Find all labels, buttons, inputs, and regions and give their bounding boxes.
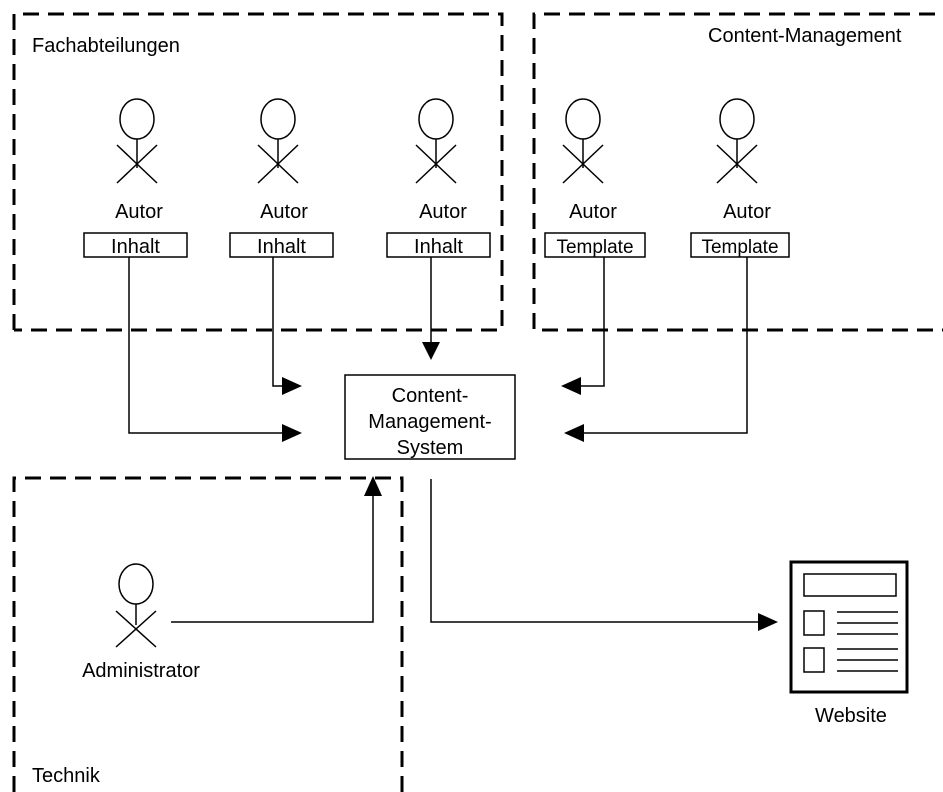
- artifact-inhalt-2: Inhalt: [229, 232, 334, 258]
- artifact-label: Template: [701, 237, 778, 258]
- arrow-down-icon: [422, 342, 440, 360]
- actor-label: Autor: [569, 201, 617, 223]
- connector-admin-to-cms: [171, 476, 382, 623]
- arrow-left-icon: [564, 424, 584, 442]
- arrow-up-icon: [364, 476, 382, 496]
- arrow-right-icon: [758, 613, 778, 631]
- actor-head-icon: [260, 98, 296, 140]
- actor-author-2: Autor: [257, 98, 308, 223]
- actor-administrator: Administrator: [82, 563, 200, 682]
- zone-technik: Technik: [12, 476, 404, 792]
- zone-label-fachabteilungen: Fachabteilungen: [32, 35, 180, 57]
- artifact-label: Inhalt: [111, 236, 160, 258]
- actor-author-3: Autor: [415, 98, 467, 223]
- zone-content-management: Content-Management: [532, 12, 943, 332]
- cms-label-line2: Management-: [368, 411, 491, 433]
- connector-inhalt-3-to-cms: [422, 257, 440, 360]
- actor-head-icon: [118, 563, 154, 605]
- connector-cms-to-website: [430, 479, 778, 631]
- connector-inhalt-1-to-cms: [128, 257, 302, 442]
- connector-template-1-to-cms: [561, 257, 605, 395]
- zone-label-technik: Technik: [32, 765, 101, 787]
- actor-head-icon: [719, 98, 755, 140]
- artifact-template-2: Template: [690, 232, 790, 258]
- actor-author-4: Autor: [562, 98, 617, 223]
- actor-label: Autor: [260, 201, 308, 223]
- actor-author-1: Autor: [115, 98, 163, 223]
- actor-head-icon: [418, 98, 454, 140]
- actor-label: Autor: [723, 201, 771, 223]
- zone-label-content-management: Content-Management: [708, 25, 902, 47]
- website-icon: [789, 560, 909, 694]
- artifact-inhalt-1: Inhalt: [83, 232, 188, 258]
- actor-author-5: Autor: [716, 98, 771, 223]
- actor-label: Autor: [115, 201, 163, 223]
- actor-label: Autor: [419, 201, 467, 223]
- cms-box: Content- Management- System: [344, 374, 516, 460]
- website-label: Website: [815, 705, 887, 727]
- artifact-template-1: Template: [544, 232, 646, 258]
- cms-label-line1: Content-: [392, 385, 469, 407]
- actor-head-icon: [565, 98, 601, 140]
- arrow-left-icon: [561, 377, 581, 395]
- connector-template-2-to-cms: [564, 257, 748, 442]
- artifact-inhalt-3: Inhalt: [386, 232, 491, 258]
- actor-label: Administrator: [82, 660, 200, 682]
- arrow-right-icon: [282, 377, 302, 395]
- arrow-right-icon: [282, 424, 302, 442]
- connector-inhalt-2-to-cms: [272, 257, 302, 395]
- artifact-label: Template: [556, 237, 633, 258]
- cms-label-line3: System: [397, 437, 464, 459]
- artifact-label: Inhalt: [257, 236, 306, 258]
- artifact-label: Inhalt: [414, 236, 463, 258]
- actor-head-icon: [119, 98, 155, 140]
- zone-fachabteilungen: Fachabteilungen: [12, 12, 504, 332]
